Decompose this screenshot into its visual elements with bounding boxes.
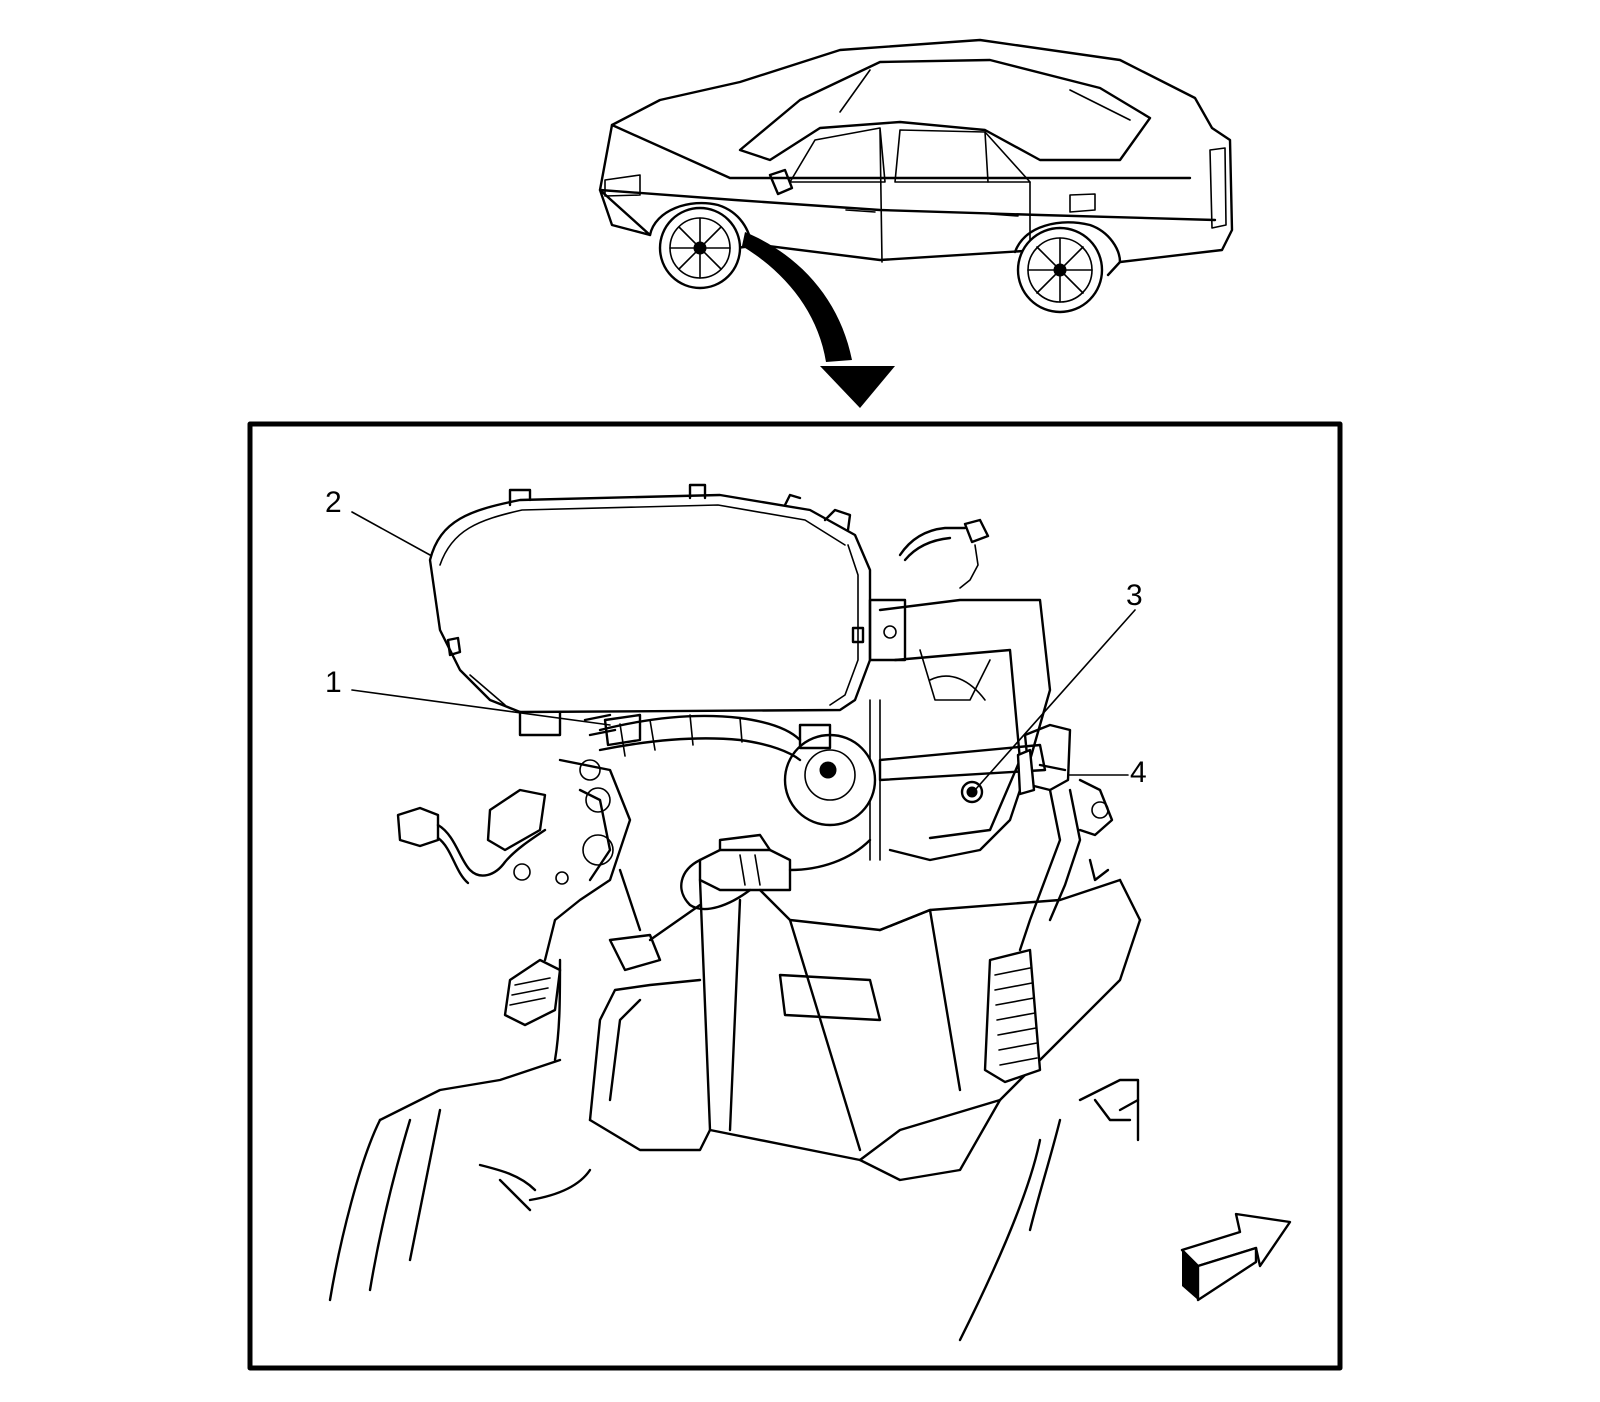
callout-2: 2 [325, 486, 342, 519]
callout-3: 3 [1126, 579, 1143, 612]
callout-4: 4 [1130, 756, 1147, 789]
curved-arrow-down-icon [742, 232, 895, 408]
detail-illustration [328, 483, 1142, 1342]
instrument-cluster [428, 483, 872, 714]
callout-leaders [351, 511, 1136, 791]
detail-view-frame [247, 421, 1343, 1371]
sedan-overview-icon [598, 38, 1234, 314]
vehicle-front-direction-arrow-icon [1180, 1212, 1292, 1302]
callout-1: 1 [325, 666, 342, 699]
